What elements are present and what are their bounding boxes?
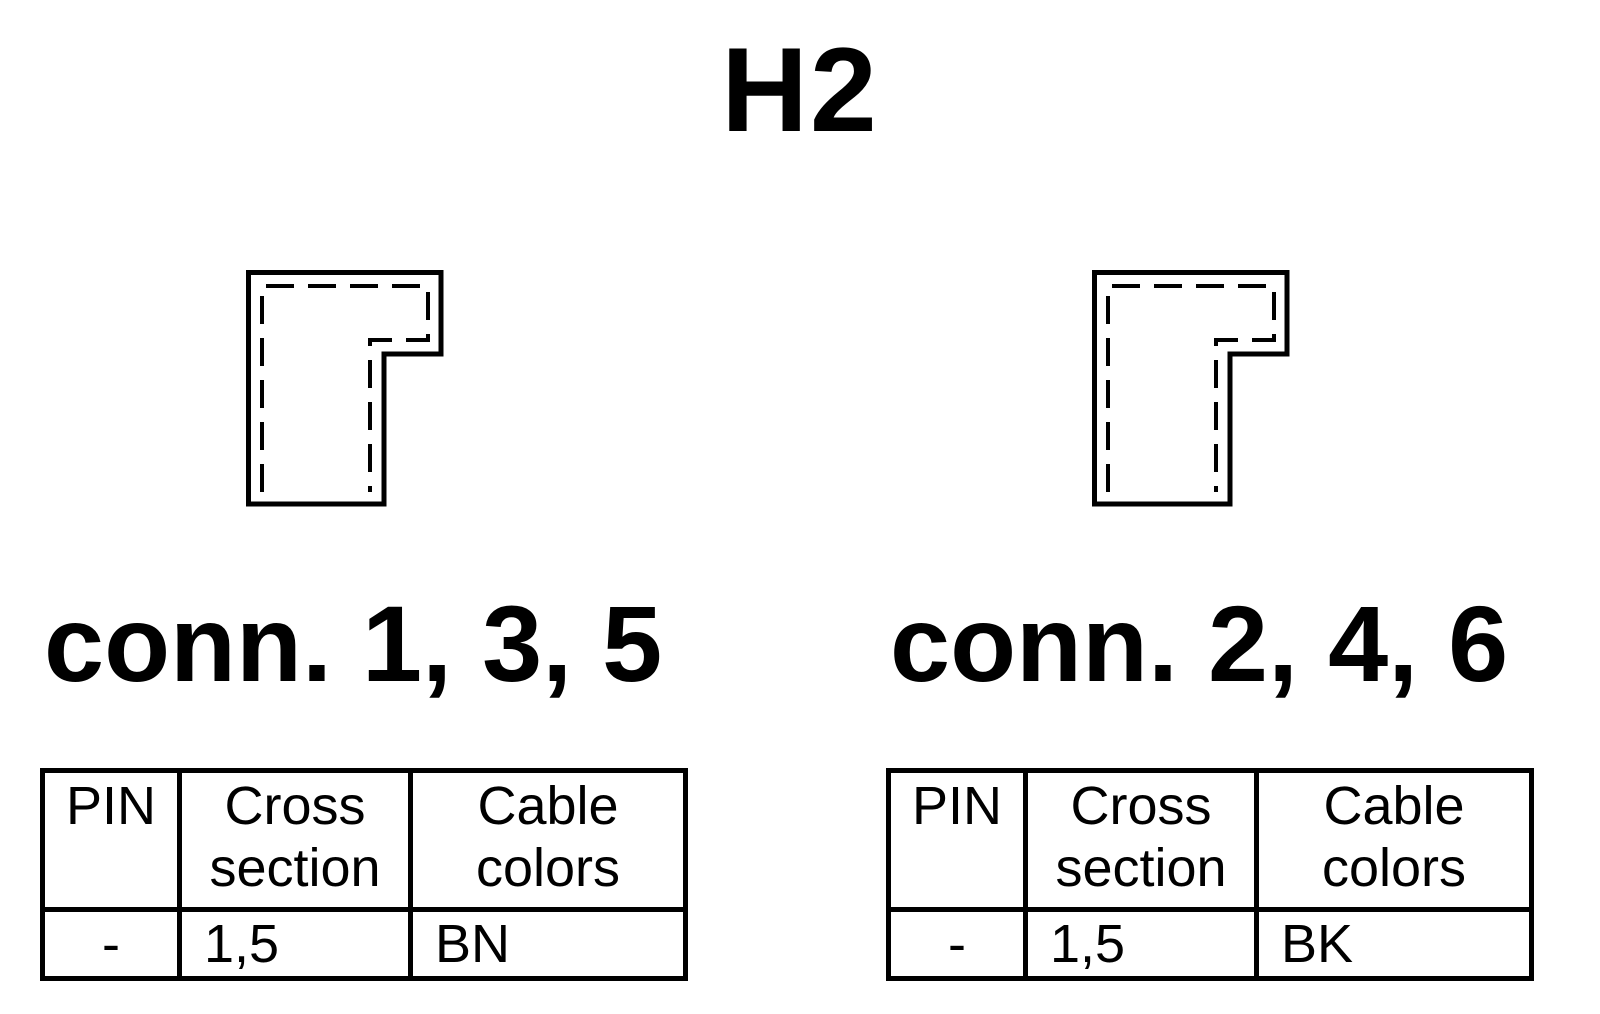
table-header-row: PIN Cross section Cable colors bbox=[886, 768, 1534, 912]
table-header-row: PIN Cross section Cable colors bbox=[40, 768, 688, 912]
pin-table-left: PIN Cross section Cable colors - 1,5 BN bbox=[40, 768, 688, 981]
cell-pin: - bbox=[40, 907, 182, 981]
table-row: - 1,5 BN bbox=[40, 907, 688, 981]
header-pin: PIN bbox=[886, 768, 1028, 912]
pin-table-right: PIN Cross section Cable colors - 1,5 BK bbox=[886, 768, 1534, 981]
connector-label-right: conn. 2, 4, 6 bbox=[890, 583, 1509, 704]
diagram-title: H2 bbox=[721, 23, 879, 157]
connector-shape-right bbox=[1092, 270, 1292, 510]
connector-label-left: conn. 1, 3, 5 bbox=[44, 583, 663, 704]
cell-cable-color: BN bbox=[408, 907, 688, 981]
header-pin: PIN bbox=[40, 768, 182, 912]
cell-cross-section: 1,5 bbox=[1023, 907, 1259, 981]
cell-cable-color: BK bbox=[1254, 907, 1534, 981]
header-cable-colors: Cable colors bbox=[1254, 768, 1534, 912]
cell-cross-section: 1,5 bbox=[177, 907, 413, 981]
header-cross-section: Cross section bbox=[1023, 768, 1259, 912]
header-cable-colors: Cable colors bbox=[408, 768, 688, 912]
table-row: - 1,5 BK bbox=[886, 907, 1534, 981]
header-cross-section: Cross section bbox=[177, 768, 413, 912]
cell-pin: - bbox=[886, 907, 1028, 981]
connector-shape-left bbox=[246, 270, 446, 510]
